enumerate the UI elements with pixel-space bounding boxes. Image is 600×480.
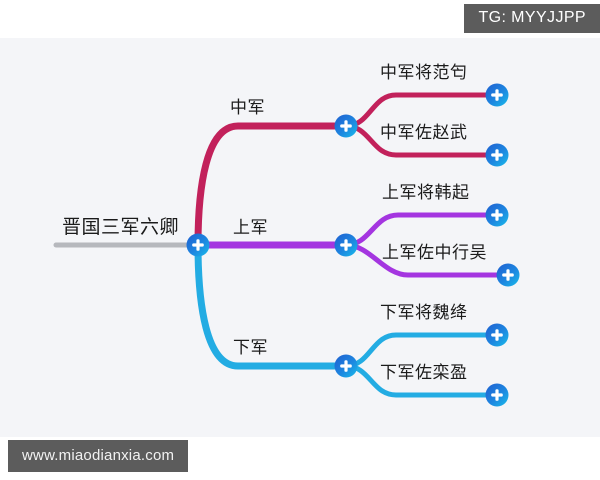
root-node-label[interactable]: 晋国三军六卿 [62, 216, 180, 238]
leaf-plus-circle-icon-3[interactable] [485, 203, 509, 227]
leaf-plus-circle-icon-5[interactable] [485, 323, 509, 347]
top-strip: TG: MYYJJPP [0, 0, 600, 38]
branch-plus-circle-icon-upper-army[interactable] [334, 233, 358, 257]
leaf-label-upper-army-general[interactable]: 上军将韩起 [382, 183, 470, 203]
mindmap-connectors [53, 83, 520, 407]
leaf-plus-circle-icon-1[interactable] [485, 83, 509, 107]
branch-label-middle-army[interactable]: 中军 [230, 98, 265, 118]
connector-root-to-lower-army [194, 241, 350, 370]
branch-label-lower-army[interactable]: 下军 [233, 338, 268, 358]
connector-upper-army-to-leaf-1 [343, 212, 500, 248]
leaf-label-lower-army-general[interactable]: 下军将魏绛 [380, 303, 468, 323]
connector-root-to-middle-army [194, 122, 350, 249]
leaf-plus-circle-icon-2[interactable] [485, 143, 509, 167]
leaf-label-lower-army-deputy[interactable]: 下军佐栾盈 [380, 363, 468, 383]
leaf-plus-circle-icon-4[interactable] [496, 263, 520, 287]
branch-plus-circle-icon-middle-army[interactable] [334, 114, 358, 138]
site-watermark: www.miaodianxia.com [8, 440, 189, 472]
branch-label-upper-army[interactable]: 上军 [233, 218, 268, 238]
leaf-plus-circle-icon-6[interactable] [485, 383, 509, 407]
root-plus-circle-icon[interactable] [186, 233, 210, 257]
leaf-label-upper-army-deputy[interactable]: 上军佐中行吴 [382, 243, 487, 263]
connector-lower-army-to-leaf-1 [343, 332, 500, 369]
leaf-label-middle-army-general[interactable]: 中军将范匄 [380, 63, 468, 83]
tg-tag: TG: MYYJJPP [464, 4, 600, 33]
mindmap-canvas[interactable]: 晋国三军六卿 中军 上军 下军 中军将范匄 中军佐赵武 上军将韩起 上军佐中行吴… [0, 38, 600, 437]
connector-middle-army-to-leaf-1 [343, 92, 500, 129]
branch-plus-circle-icon-lower-army[interactable] [334, 354, 358, 378]
leaf-label-middle-army-deputy[interactable]: 中军佐赵武 [380, 123, 468, 143]
